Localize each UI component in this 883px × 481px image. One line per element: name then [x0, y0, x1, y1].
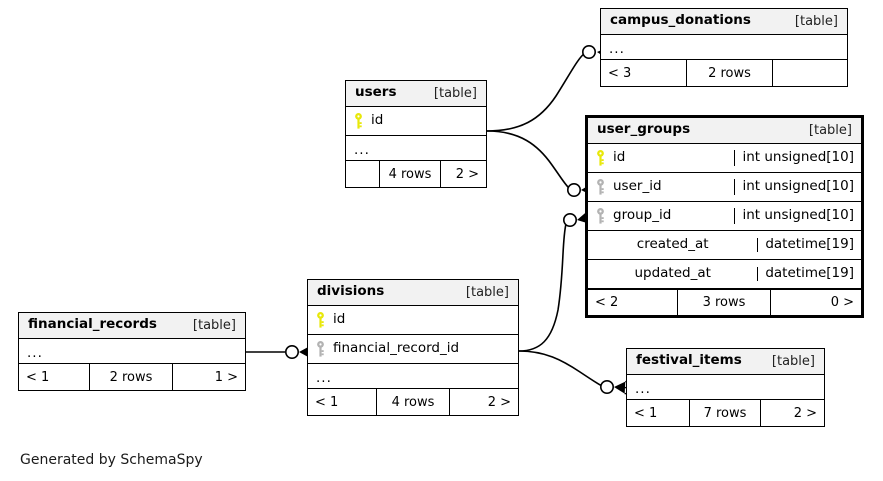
column-label: id	[371, 113, 384, 129]
footer-parents-count	[346, 161, 380, 187]
column-type: int unsigned[10]	[742, 207, 854, 224]
column-type: datetime[19]	[765, 236, 854, 253]
column-label: id	[613, 150, 626, 166]
table-footer: < 1 4 rows 2 >	[308, 389, 518, 415]
column-label: updated_at	[634, 267, 711, 281]
footer-parents-count: < 2	[588, 290, 678, 315]
edge-users-user_groups-user_id	[486, 130, 597, 198]
footer-children-count: 2 >	[487, 394, 511, 410]
footer-row-count: 2 rows	[687, 60, 773, 86]
hidden-columns-ellipsis: ...	[308, 364, 518, 389]
table-type-tag: [table]	[771, 353, 815, 369]
gray-key-icon	[596, 208, 605, 224]
column-name-cell: financial_record_id	[308, 341, 518, 357]
table-type-tag: [table]	[808, 122, 852, 138]
column-type: datetime[19]	[765, 265, 854, 282]
footer-row-count: 3 rows	[678, 290, 771, 315]
table-type-tag: [table]	[465, 284, 509, 300]
table-node-divisions[interactable]: divisions [table] id	[307, 279, 519, 416]
column-row-created_at[interactable]: created_at datetime[19]	[588, 231, 861, 260]
table-type-tag: [table]	[192, 317, 236, 333]
table-header: financial_records [table]	[19, 313, 245, 339]
table-node-festival_items[interactable]: festival_items [table] ... < 1 7 rows 2 …	[626, 348, 825, 427]
column-label: group_id	[613, 208, 672, 224]
footer-row-count: 2 rows	[90, 364, 173, 390]
column-row-group_id[interactable]: group_id int unsigned[10]	[588, 202, 861, 231]
column-row-id[interactable]: id	[346, 107, 486, 136]
table-header: user_groups [table]	[588, 118, 861, 144]
column-label: created_at	[636, 238, 709, 252]
edge-divisions-user_groups-group_id	[518, 210, 594, 352]
generated-by-caption: Generated by SchemaSpy	[20, 452, 203, 468]
footer-row-count: 7 rows	[690, 400, 761, 426]
column-name-cell: created_at	[588, 238, 759, 252]
table-title: festival_items	[636, 352, 742, 369]
footer-row-count: 4 rows	[377, 389, 450, 415]
table-footer: < 2 3 rows 0 >	[588, 289, 861, 315]
column-type: int unsigned[10]	[742, 149, 854, 166]
ellipsis-text: ...	[354, 142, 370, 159]
column-row-updated_at[interactable]: updated_at datetime[19]	[588, 260, 861, 289]
table-header: divisions [table]	[308, 280, 518, 306]
ellipsis-text: ...	[316, 370, 332, 387]
footer-parents-count: < 1	[19, 364, 90, 390]
edge-divisions-festival_items	[518, 350, 630, 395]
table-type-tag: [table]	[433, 85, 477, 101]
gray-key-icon	[596, 179, 605, 195]
footer-children-count: 1 >	[214, 369, 238, 385]
column-name-cell: user_id	[588, 179, 736, 195]
ellipsis-text: ...	[609, 41, 625, 58]
column-row-id[interactable]: id int unsigned[10]	[588, 144, 861, 173]
table-title: campus_donations	[610, 12, 751, 29]
ellipsis-text: ...	[635, 381, 651, 398]
table-type-tag: [table]	[794, 13, 838, 29]
table-title: user_groups	[597, 121, 691, 138]
footer-parents-count: < 3	[601, 60, 687, 86]
footer-parents-count: < 1	[627, 400, 690, 426]
footer-children-count: 2 >	[455, 166, 479, 182]
column-label: id	[333, 312, 346, 328]
column-label: financial_record_id	[333, 341, 460, 357]
yellow-key-icon	[596, 150, 605, 166]
column-label: user_id	[613, 179, 662, 195]
table-title: users	[355, 84, 397, 101]
column-type: int unsigned[10]	[742, 178, 854, 195]
yellow-key-icon	[316, 312, 325, 328]
footer-row-count: 4 rows	[380, 161, 441, 187]
table-node-financial_records[interactable]: financial_records [table] ... < 1 2 rows…	[18, 312, 246, 391]
table-title: divisions	[317, 283, 385, 300]
column-name-cell: group_id	[588, 208, 736, 224]
column-name-cell: id	[588, 150, 736, 166]
yellow-key-icon	[354, 113, 363, 129]
gray-key-icon	[316, 341, 325, 357]
footer-children-count: 0 >	[830, 295, 854, 310]
hidden-columns-ellipsis: ...	[19, 339, 245, 364]
footer-children-count: 2 >	[793, 405, 817, 421]
column-row-id[interactable]: id	[308, 306, 518, 335]
column-name-cell: id	[346, 113, 486, 129]
table-footer: < 1 7 rows 2 >	[627, 400, 824, 426]
footer-children-count	[773, 60, 847, 86]
hidden-columns-ellipsis: ...	[346, 136, 486, 161]
hidden-columns-ellipsis: ...	[627, 375, 824, 400]
column-row-financial_record_id[interactable]: financial_record_id	[308, 335, 518, 364]
hidden-columns-ellipsis: ...	[601, 35, 847, 60]
table-footer: 4 rows 2 >	[346, 161, 486, 187]
table-node-users[interactable]: users [table] id ...	[345, 80, 487, 188]
table-header: users [table]	[346, 81, 486, 107]
ellipsis-text: ...	[27, 345, 43, 362]
edge-financial_records-divisions	[246, 344, 315, 359]
table-title: financial_records	[28, 316, 157, 333]
footer-parents-count: < 1	[308, 389, 377, 415]
table-footer: < 3 2 rows	[601, 60, 847, 86]
table-header: festival_items [table]	[627, 349, 824, 375]
table-node-campus_donations[interactable]: campus_donations [table] ... < 3 2 rows	[600, 8, 848, 87]
table-header: campus_donations [table]	[601, 9, 847, 35]
column-row-user_id[interactable]: user_id int unsigned[10]	[588, 173, 861, 202]
table-node-user_groups[interactable]: user_groups [table] id int unsigned[10]	[585, 115, 864, 318]
table-footer: < 1 2 rows 1 >	[19, 364, 245, 390]
column-name-cell: id	[308, 312, 518, 328]
column-name-cell: updated_at	[588, 267, 759, 281]
